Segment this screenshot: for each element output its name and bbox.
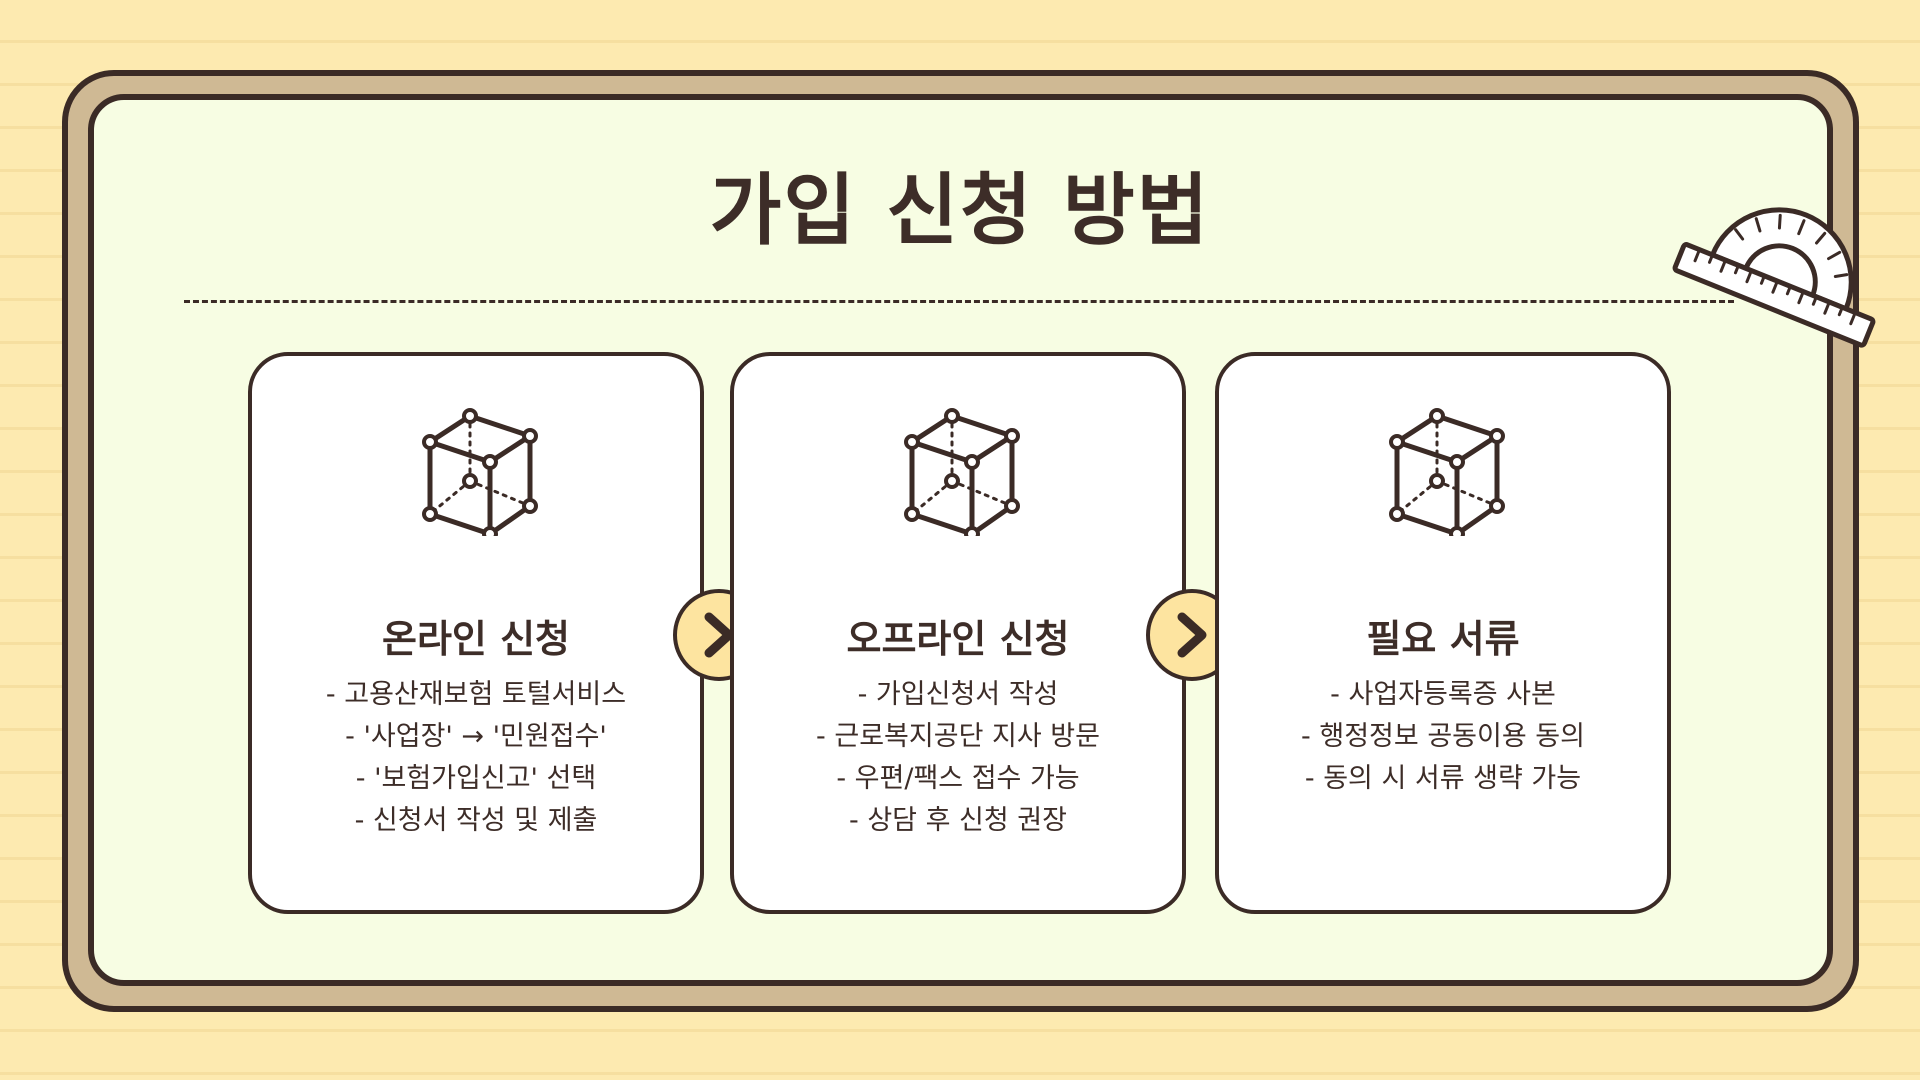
cube-icon xyxy=(422,408,538,536)
card-list: - 고용산재보험 토털서비스 - '사업장' → '민원접수' - '보험가입신… xyxy=(252,674,700,842)
protractor-icon xyxy=(1672,207,1876,348)
cube-icon xyxy=(1389,408,1505,536)
list-item: - 고용산재보험 토털서비스 xyxy=(325,679,627,710)
list-item: - 사업자등록증 사본 xyxy=(1330,679,1556,710)
list-item: - 우편/팩스 접수 가능 xyxy=(836,763,1080,794)
list-item: - 상담 후 신청 권장 xyxy=(849,805,1067,836)
list-item: - 신청서 작성 및 제출 xyxy=(354,805,598,836)
list-item: - 근로복지공단 지사 방문 xyxy=(816,721,1100,752)
card-title: 온라인 신청 xyxy=(381,617,571,661)
cube-icon xyxy=(904,408,1020,536)
card-list: - 가입신청서 작성 - 근로복지공단 지사 방문 - 우편/팩스 접수 가능 … xyxy=(734,674,1182,842)
page-title: 가입 신청 방법 xyxy=(709,166,1211,256)
card-required-documents: 필요 서류 - 사업자등록증 사본 - 행정정보 공동이용 동의 - 동의 시 … xyxy=(1215,352,1671,914)
dashed-divider xyxy=(184,300,1734,303)
list-item: - 행정정보 공동이용 동의 xyxy=(1301,721,1585,752)
list-item: - '사업장' → '민원접수' xyxy=(345,721,607,752)
card-online-application: 온라인 신청 - 고용산재보험 토털서비스 - '사업장' → '민원접수' -… xyxy=(248,352,704,914)
list-item: - '보험가입신고' 선택 xyxy=(355,763,597,794)
card-offline-application: 오프라인 신청 - 가입신청서 작성 - 근로복지공단 지사 방문 - 우편/팩… xyxy=(730,352,1186,914)
list-item: - 동의 시 서류 생략 가능 xyxy=(1304,763,1582,794)
list-item: - 가입신청서 작성 xyxy=(857,679,1059,710)
card-list: - 사업자등록증 사본 - 행정정보 공동이용 동의 - 동의 시 서류 생략 … xyxy=(1219,674,1667,800)
card-title: 오프라인 신청 xyxy=(846,617,1070,661)
card-title: 필요 서류 xyxy=(1366,617,1520,661)
